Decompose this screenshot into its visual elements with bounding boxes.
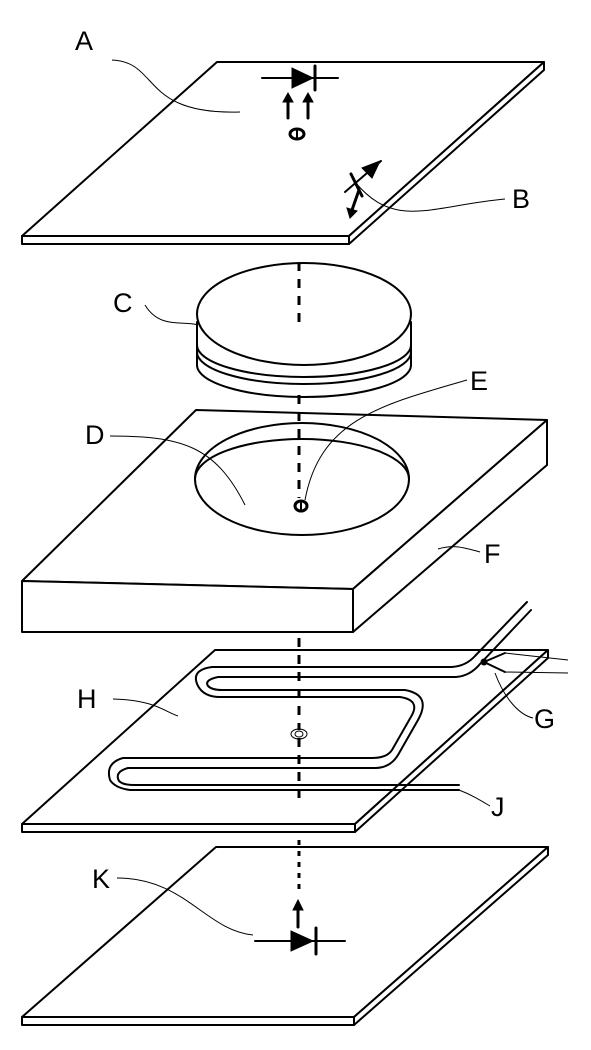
thermocouple-icon: [480, 652, 569, 674]
disc-c: [196, 262, 412, 398]
label-e: E: [470, 366, 488, 396]
label-d: D: [85, 420, 105, 450]
label-g: G: [534, 704, 555, 734]
led-bottom-icon: [254, 898, 346, 956]
led-icon: [344, 160, 382, 219]
hole-a-icon: [288, 127, 306, 141]
label-b: B: [512, 184, 530, 214]
leader-lines: [109, 59, 534, 936]
label-c: C: [113, 288, 133, 318]
serpentine-channel: [107, 601, 532, 791]
hole-e-icon: [293, 499, 309, 513]
label-k: K: [92, 864, 110, 894]
plate-a: [21, 61, 545, 245]
plate-k: [21, 846, 549, 1026]
label-h: H: [77, 684, 97, 714]
label-f: F: [484, 539, 501, 569]
label-j: J: [491, 792, 505, 822]
label-a: A: [75, 26, 93, 56]
photodiode-top-icon: [261, 64, 339, 120]
block-f: [21, 409, 548, 633]
